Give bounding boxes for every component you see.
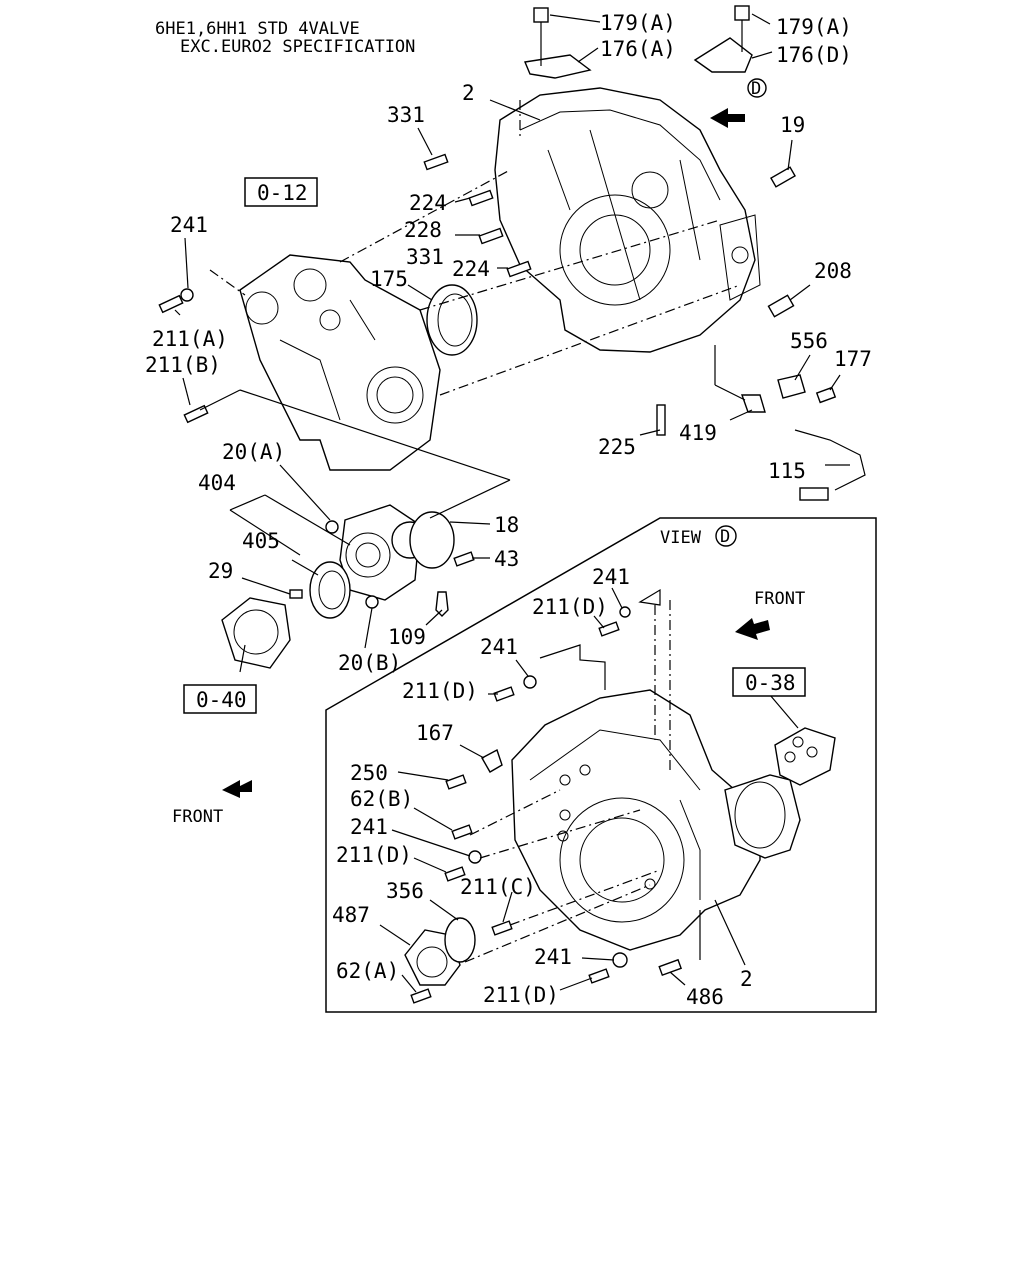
direction-arrow-upper bbox=[710, 108, 745, 128]
callout-109: 109 bbox=[388, 625, 426, 649]
callout-20b: 20(B) bbox=[338, 651, 401, 675]
view-callout-241-b: 241 bbox=[480, 635, 518, 659]
front-cover bbox=[221, 597, 291, 669]
callout-176d: 176(D) bbox=[776, 43, 852, 67]
callout-179a-1: 179(A) bbox=[600, 11, 676, 35]
callout-2-top: 2 bbox=[462, 81, 475, 105]
ref-0-40-label: 0-40 bbox=[196, 688, 247, 712]
front-label-left: FRONT bbox=[172, 807, 223, 827]
view-callout-241-a: 241 bbox=[592, 565, 630, 589]
callout-211b: 211(B) bbox=[145, 353, 221, 377]
front-arrow-view bbox=[735, 618, 770, 640]
callout-241-left: 241 bbox=[170, 213, 208, 237]
flywheel-housing-upper bbox=[494, 87, 761, 353]
callout-19: 19 bbox=[780, 113, 805, 137]
callout-176a: 176(A) bbox=[600, 37, 676, 61]
ref-box-0-38[interactable] bbox=[732, 667, 806, 697]
callout-18: 18 bbox=[494, 513, 519, 537]
view-callout-241-c: 241 bbox=[350, 815, 388, 839]
callout-224-a: 224 bbox=[409, 191, 447, 215]
callout-225: 225 bbox=[598, 435, 636, 459]
ref-box-0-40[interactable]: 0-40 bbox=[183, 684, 257, 714]
view-callout-211d-a: 211(D) bbox=[532, 595, 608, 619]
view-callout-2: 2 bbox=[740, 967, 753, 991]
view-callout-250: 250 bbox=[350, 761, 388, 785]
header-line1: 6HE1,6HH1 STD 4VALVE bbox=[155, 19, 360, 39]
view-callout-486: 486 bbox=[686, 985, 724, 1009]
bolts-left bbox=[158, 288, 209, 424]
callout-224-b: 224 bbox=[452, 257, 490, 281]
view-callout-211d-b: 211(D) bbox=[402, 679, 478, 703]
callout-208: 208 bbox=[814, 259, 852, 283]
view-title: VIEW bbox=[660, 528, 702, 548]
pump-assembly bbox=[289, 504, 475, 619]
ref-0-12-label: 0-12 bbox=[257, 181, 308, 205]
callout-177: 177 bbox=[834, 347, 872, 371]
callout-211a: 211(A) bbox=[152, 327, 228, 351]
front-arrow-left: FRONT bbox=[172, 780, 252, 827]
view-callout-211d-c: 211(D) bbox=[336, 843, 412, 867]
callout-405: 405 bbox=[242, 529, 280, 553]
cylinder-block bbox=[239, 254, 441, 471]
view-callout-241-d: 241 bbox=[534, 945, 572, 969]
callout-228: 228 bbox=[404, 218, 442, 242]
ref-0-38-label: 0-38 bbox=[745, 671, 796, 695]
view-d-marker-top: D bbox=[751, 79, 761, 99]
view-callout-62a: 62(A) bbox=[336, 959, 399, 983]
callout-404: 404 bbox=[198, 471, 236, 495]
view-d-panel: VIEW D FRONT 0-38 bbox=[325, 517, 877, 1013]
view-callout-487: 487 bbox=[332, 903, 370, 927]
callout-331-mid: 331 bbox=[406, 245, 444, 269]
callout-331-top: 331 bbox=[387, 103, 425, 127]
view-callout-167: 167 bbox=[416, 721, 454, 745]
leader-lines-upper bbox=[174, 13, 850, 673]
header-line2: EXC.EURO2 SPECIFICATION bbox=[180, 37, 415, 57]
view-callout-356: 356 bbox=[386, 879, 424, 903]
oil-seal-175 bbox=[426, 284, 478, 356]
bracket-176a bbox=[524, 7, 592, 79]
callout-175: 175 bbox=[370, 267, 408, 291]
view-marker: D bbox=[720, 527, 730, 547]
view-callout-211c: 211(C) bbox=[460, 875, 536, 899]
callout-556: 556 bbox=[790, 329, 828, 353]
callout-179a-2: 179(A) bbox=[776, 15, 852, 39]
callout-419: 419 bbox=[679, 421, 717, 445]
studs-upper bbox=[423, 153, 796, 436]
view-callout-62b: 62(B) bbox=[350, 787, 413, 811]
view-callout-211d-d: 211(D) bbox=[483, 983, 559, 1007]
callout-20a: 20(A) bbox=[222, 440, 285, 464]
front-label-view: FRONT bbox=[754, 589, 805, 609]
callout-29: 29 bbox=[208, 559, 233, 583]
callout-43: 43 bbox=[494, 547, 519, 571]
sensor-assembly bbox=[741, 374, 866, 501]
bracket-176d: D bbox=[693, 5, 767, 99]
ref-box-0-12[interactable]: 0-12 bbox=[244, 177, 318, 207]
callout-115: 115 bbox=[768, 459, 806, 483]
